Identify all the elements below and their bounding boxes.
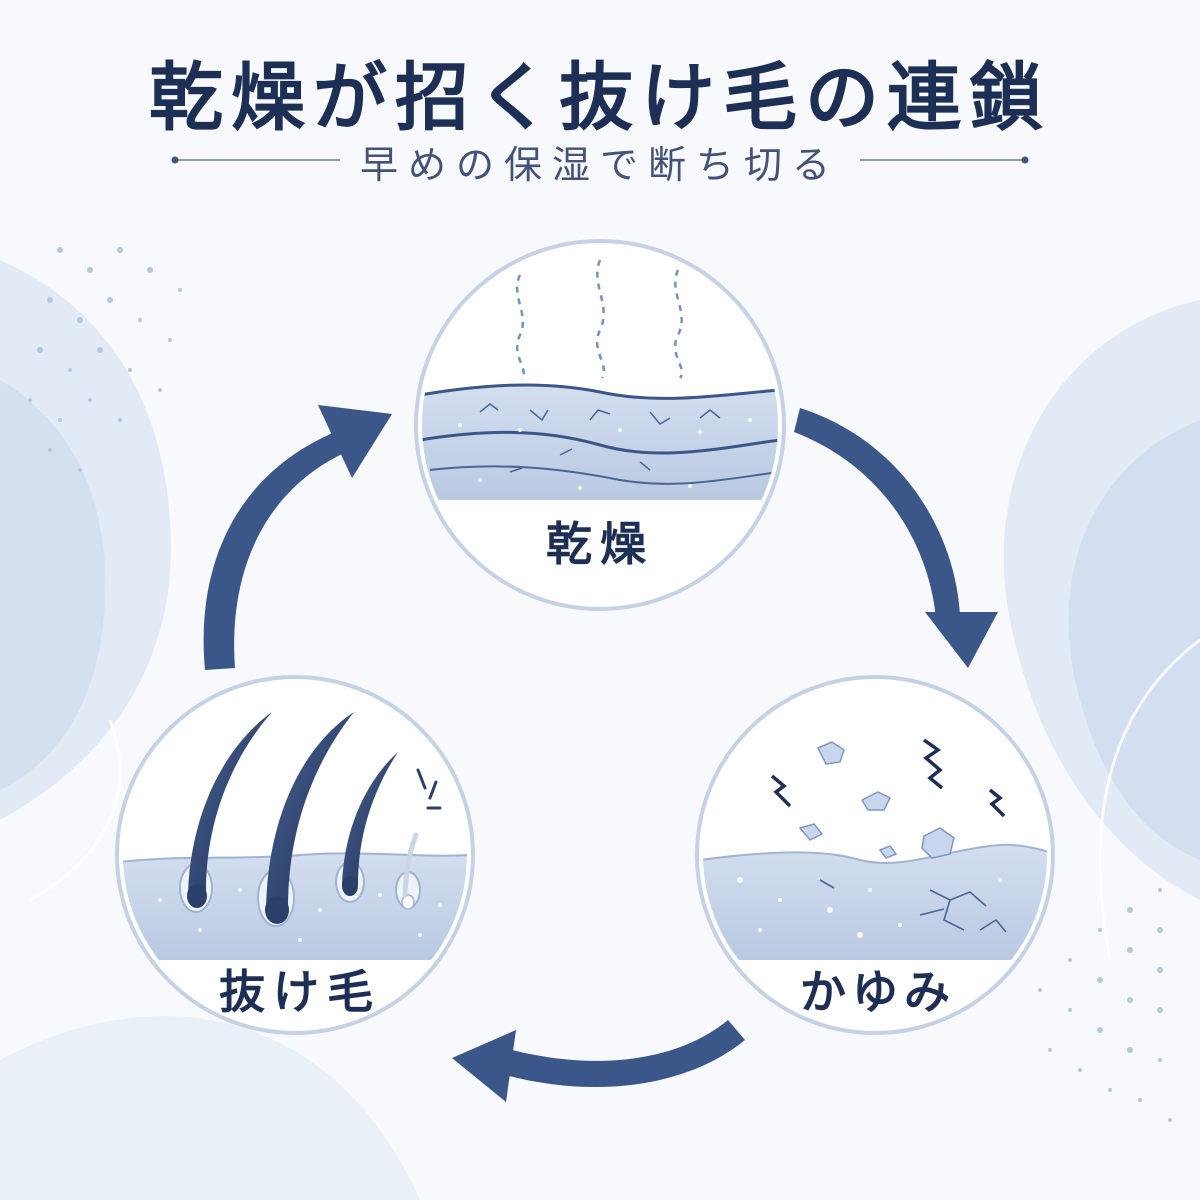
page-subtitle: 早めの保湿で断ち切る — [359, 143, 840, 187]
page-title: 乾燥が招く抜け毛の連鎖 — [149, 55, 1051, 141]
node-itch: かゆみ — [695, 675, 1055, 1035]
node-label-hairloss: 抜け毛 — [219, 965, 381, 1019]
hair-follicle-illustration — [123, 712, 467, 960]
skin-flakes-icon — [798, 741, 955, 859]
arrow-dryness-to-itch — [794, 408, 960, 618]
itch-zigzag-icon — [770, 738, 1006, 818]
subtitle-divider — [171, 156, 1029, 164]
node-hairloss: 抜け毛 — [115, 675, 475, 1035]
node-label-dryness: 乾燥 — [546, 517, 654, 571]
arrow-head-bottom — [452, 1030, 516, 1102]
itchy-skin-illustration — [703, 843, 1047, 960]
background-decoration — [0, 247, 1200, 1200]
dry-skin-illustration — [422, 383, 778, 500]
arrow-itch-to-hairloss — [505, 1020, 745, 1088]
subtitle-row: 早めの保湿で断ち切る — [0, 140, 1200, 190]
evaporation-icon — [515, 259, 684, 381]
node-label-itch: かゆみ — [800, 965, 956, 1019]
node-dryness: 乾燥 — [414, 239, 786, 611]
cycle-arrows — [203, 405, 998, 1102]
arrow-head-right — [925, 612, 998, 668]
falling-hair-sparkle-icon — [416, 768, 442, 810]
arrow-hairloss-to-dryness — [203, 430, 346, 670]
arrow-head-left — [318, 405, 392, 478]
